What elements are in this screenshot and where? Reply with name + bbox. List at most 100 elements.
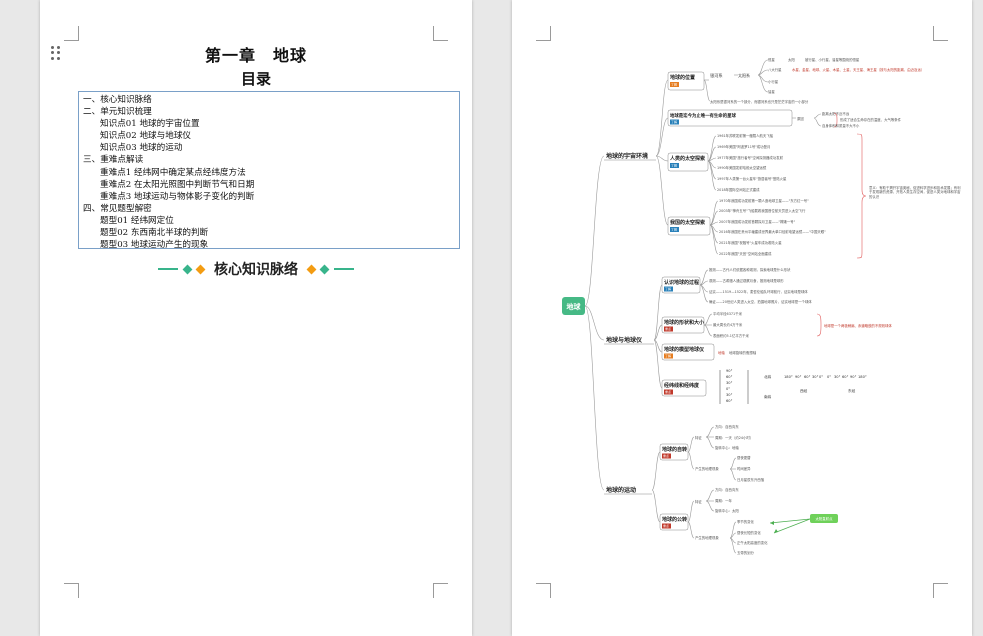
revolution-effect: 昼夜长短的变化 xyxy=(737,530,761,535)
rotation-center: 旋转中心：地轴 xyxy=(715,445,739,450)
crop-mark-top-right xyxy=(433,26,448,41)
china-item: 1970年我国成功发射第一颗人造地球卫星——"东方红一号" xyxy=(719,198,809,203)
drag-handle-icon[interactable] xyxy=(51,46,61,60)
lat-tick: 90° xyxy=(726,369,733,373)
node-globe-model-label: 地球的模型地球仪 xyxy=(664,346,705,353)
chapter-title: 第一章 地球 xyxy=(204,46,307,65)
east-lon-label: 东经 xyxy=(848,388,856,393)
lon-tick: 90° xyxy=(795,375,802,379)
node-shape-size-label: 地球的形状和大小 xyxy=(664,319,704,326)
tag-label: 了解 xyxy=(665,353,671,358)
toc-item[interactable]: 题型03 地球运动产生的现象 xyxy=(100,240,209,251)
toc-item[interactable]: 题型01 经纬网定位 xyxy=(100,215,174,226)
node-revolution-label: 地球的公转 xyxy=(662,516,687,523)
china-item: 2021年我国"祝融号"火星车成功着陆火星 xyxy=(719,240,782,245)
toc-item[interactable]: 重难点1 经纬网中确定某点经纬度方法 xyxy=(100,167,246,178)
section-heading: 核心知识脉络 xyxy=(214,262,298,278)
node-recognition-process-label: 认识地球的过程 xyxy=(664,279,699,286)
sun-note: 被行星、小行星、彗星等围绕的恒星 xyxy=(805,57,860,62)
toc-item[interactable]: 知识点03 地球的运动 xyxy=(100,143,183,154)
lon-tick: 30° xyxy=(834,375,841,379)
solar-note: 太阳系是银河系的一个部分，而银河系也只是茫茫宇宙的一小部分 xyxy=(710,99,809,104)
node-earth-position-label: 地球的位置 xyxy=(670,74,695,81)
axis-note: 地球旋转的假想轴 xyxy=(729,350,757,355)
sun-label: 太阳 xyxy=(788,57,795,62)
tag-badge xyxy=(670,163,679,168)
toc-item[interactable]: 题型02 东西南北半球的判断 xyxy=(100,228,209,239)
crop-mark-bottom-right xyxy=(433,583,448,598)
life-reason-note: 形成了适合生命存在的温度、大气等条件 xyxy=(840,117,902,122)
document-page-right: 地球 地球的宇宙环境 地球与地球仪 地球的运动 地球的位置 了解 银河系 太阳系… xyxy=(512,0,972,636)
axis-label: 地轴 xyxy=(718,350,725,355)
tag-badge xyxy=(670,119,679,125)
toc-item[interactable]: 重难点3 地球运动与物体影子变化的判断 xyxy=(100,191,255,202)
longitude-diagram: 180° 90° 60° 30° 0° 西经 0° 30° 60° 90° 18… xyxy=(784,375,867,393)
rotation-direction: 方向：自西向东 xyxy=(715,424,739,429)
section-banner: 核心知识脉络 xyxy=(40,259,472,279)
toc-item[interactable]: 四、常见题型解密 xyxy=(83,203,152,214)
banner-line-right xyxy=(334,268,354,270)
life-reason-2: 自身体积和质量不大不小 xyxy=(822,123,860,128)
toc-item[interactable]: 知识点01 地球的宇宙位置 xyxy=(100,119,200,130)
planets-list: 水星、金星、地球、火星、木星、土星、天王星、海王星（按与太阳的距离，由近及远） xyxy=(792,67,924,72)
tag-badge xyxy=(670,227,679,232)
lon-tick: 180° xyxy=(784,375,793,379)
revolution-center: 旋转中心：太阳 xyxy=(715,508,739,513)
node-globe-model[interactable] xyxy=(661,343,715,361)
asteroids-label: 小行星 xyxy=(768,79,779,84)
revolution-effect: 五带的划分 xyxy=(737,550,755,555)
comets-label: 彗星 xyxy=(768,89,775,94)
explore-item: 1997年人类第一台火星车"旅居者号"登陆火星 xyxy=(717,176,787,181)
tag-badge xyxy=(670,82,679,87)
tag-badge xyxy=(664,286,673,292)
node-lat-lon-label: 经纬线和经纬度 xyxy=(664,382,700,389)
lon-tick: 0° xyxy=(827,375,831,379)
rotation-effect: 昼夜更替 xyxy=(737,455,751,460)
rotation-effect: 日月星辰东升西落 xyxy=(737,477,765,482)
crop-mark-bottom-right xyxy=(933,583,948,598)
banner-line-left xyxy=(158,268,178,270)
china-item: 2003年"神舟五号"飞船载着我国首位航天员进入太空飞行 xyxy=(719,208,806,213)
lat-tick: 60° xyxy=(726,375,733,379)
explore-item: 2018年国际空间站正式建成 xyxy=(717,187,760,192)
crop-mark-bottom-left xyxy=(536,583,551,598)
tag-badge xyxy=(662,523,671,529)
lat-tick: 30° xyxy=(726,381,733,385)
branch-globe[interactable]: 地球与地球仪 xyxy=(606,336,643,344)
crop-mark-top-left xyxy=(64,26,79,41)
lon-tick: 0° xyxy=(819,375,823,379)
explore-item: 1969年美国"阿波罗11号"成功登月 xyxy=(717,144,770,149)
revolution-effect: 季节的变化 xyxy=(737,519,755,524)
planets-label: 八大行星 xyxy=(768,67,782,72)
explore-item: 1977年美国"旅行者号"空间探测器成功发射 xyxy=(717,155,784,160)
toc-item[interactable]: 一、核心知识脉络 xyxy=(83,95,152,105)
toc-item[interactable]: 知识点02 地球与地球仪 xyxy=(100,131,192,142)
tag-label: 重点 xyxy=(665,326,671,331)
diamond-icon xyxy=(182,264,193,274)
lat-tick: 60° xyxy=(726,399,733,403)
toc-item[interactable]: 二、单元知识梳理 xyxy=(83,107,152,118)
revolution-direction: 方向：自西向东 xyxy=(715,487,739,492)
callout-box[interactable] xyxy=(810,514,838,523)
shape-item: 平均半径6371千米 xyxy=(713,311,743,316)
shape-note: 地球是一个两极稍扁、赤道略鼓的不规则球体 xyxy=(824,323,892,328)
mindmap-root-node[interactable] xyxy=(562,297,585,315)
diamond-icon xyxy=(195,264,206,274)
lon-tick: 30° xyxy=(812,375,819,379)
toc-item[interactable]: 三、重难点解读 xyxy=(83,155,144,166)
tag-label: 了解 xyxy=(671,163,677,168)
toc-item[interactable]: 重难点2 在太阳光照图中判断节气和日期 xyxy=(100,179,255,190)
branch-motion[interactable]: 地球的运动 xyxy=(606,486,636,494)
rotation-features: 特征 xyxy=(695,435,702,440)
tag-badge xyxy=(662,453,671,459)
life-reason-1: 距离太阳不近不远 xyxy=(822,111,850,116)
star-label: 恒星 xyxy=(768,57,775,62)
north-lat-label: 北纬 xyxy=(764,374,772,379)
china-item: 2022年我国"天宫"空间站全面建成 xyxy=(719,251,772,256)
node-life[interactable] xyxy=(667,109,793,127)
revolution-period: 周期：一年 xyxy=(715,498,733,503)
galaxy-label: 银河系 xyxy=(710,72,723,79)
tag-label: 了解 xyxy=(671,227,677,232)
branch-universe[interactable]: 地球的宇宙环境 xyxy=(606,152,648,160)
tag-label: 了解 xyxy=(671,82,677,87)
